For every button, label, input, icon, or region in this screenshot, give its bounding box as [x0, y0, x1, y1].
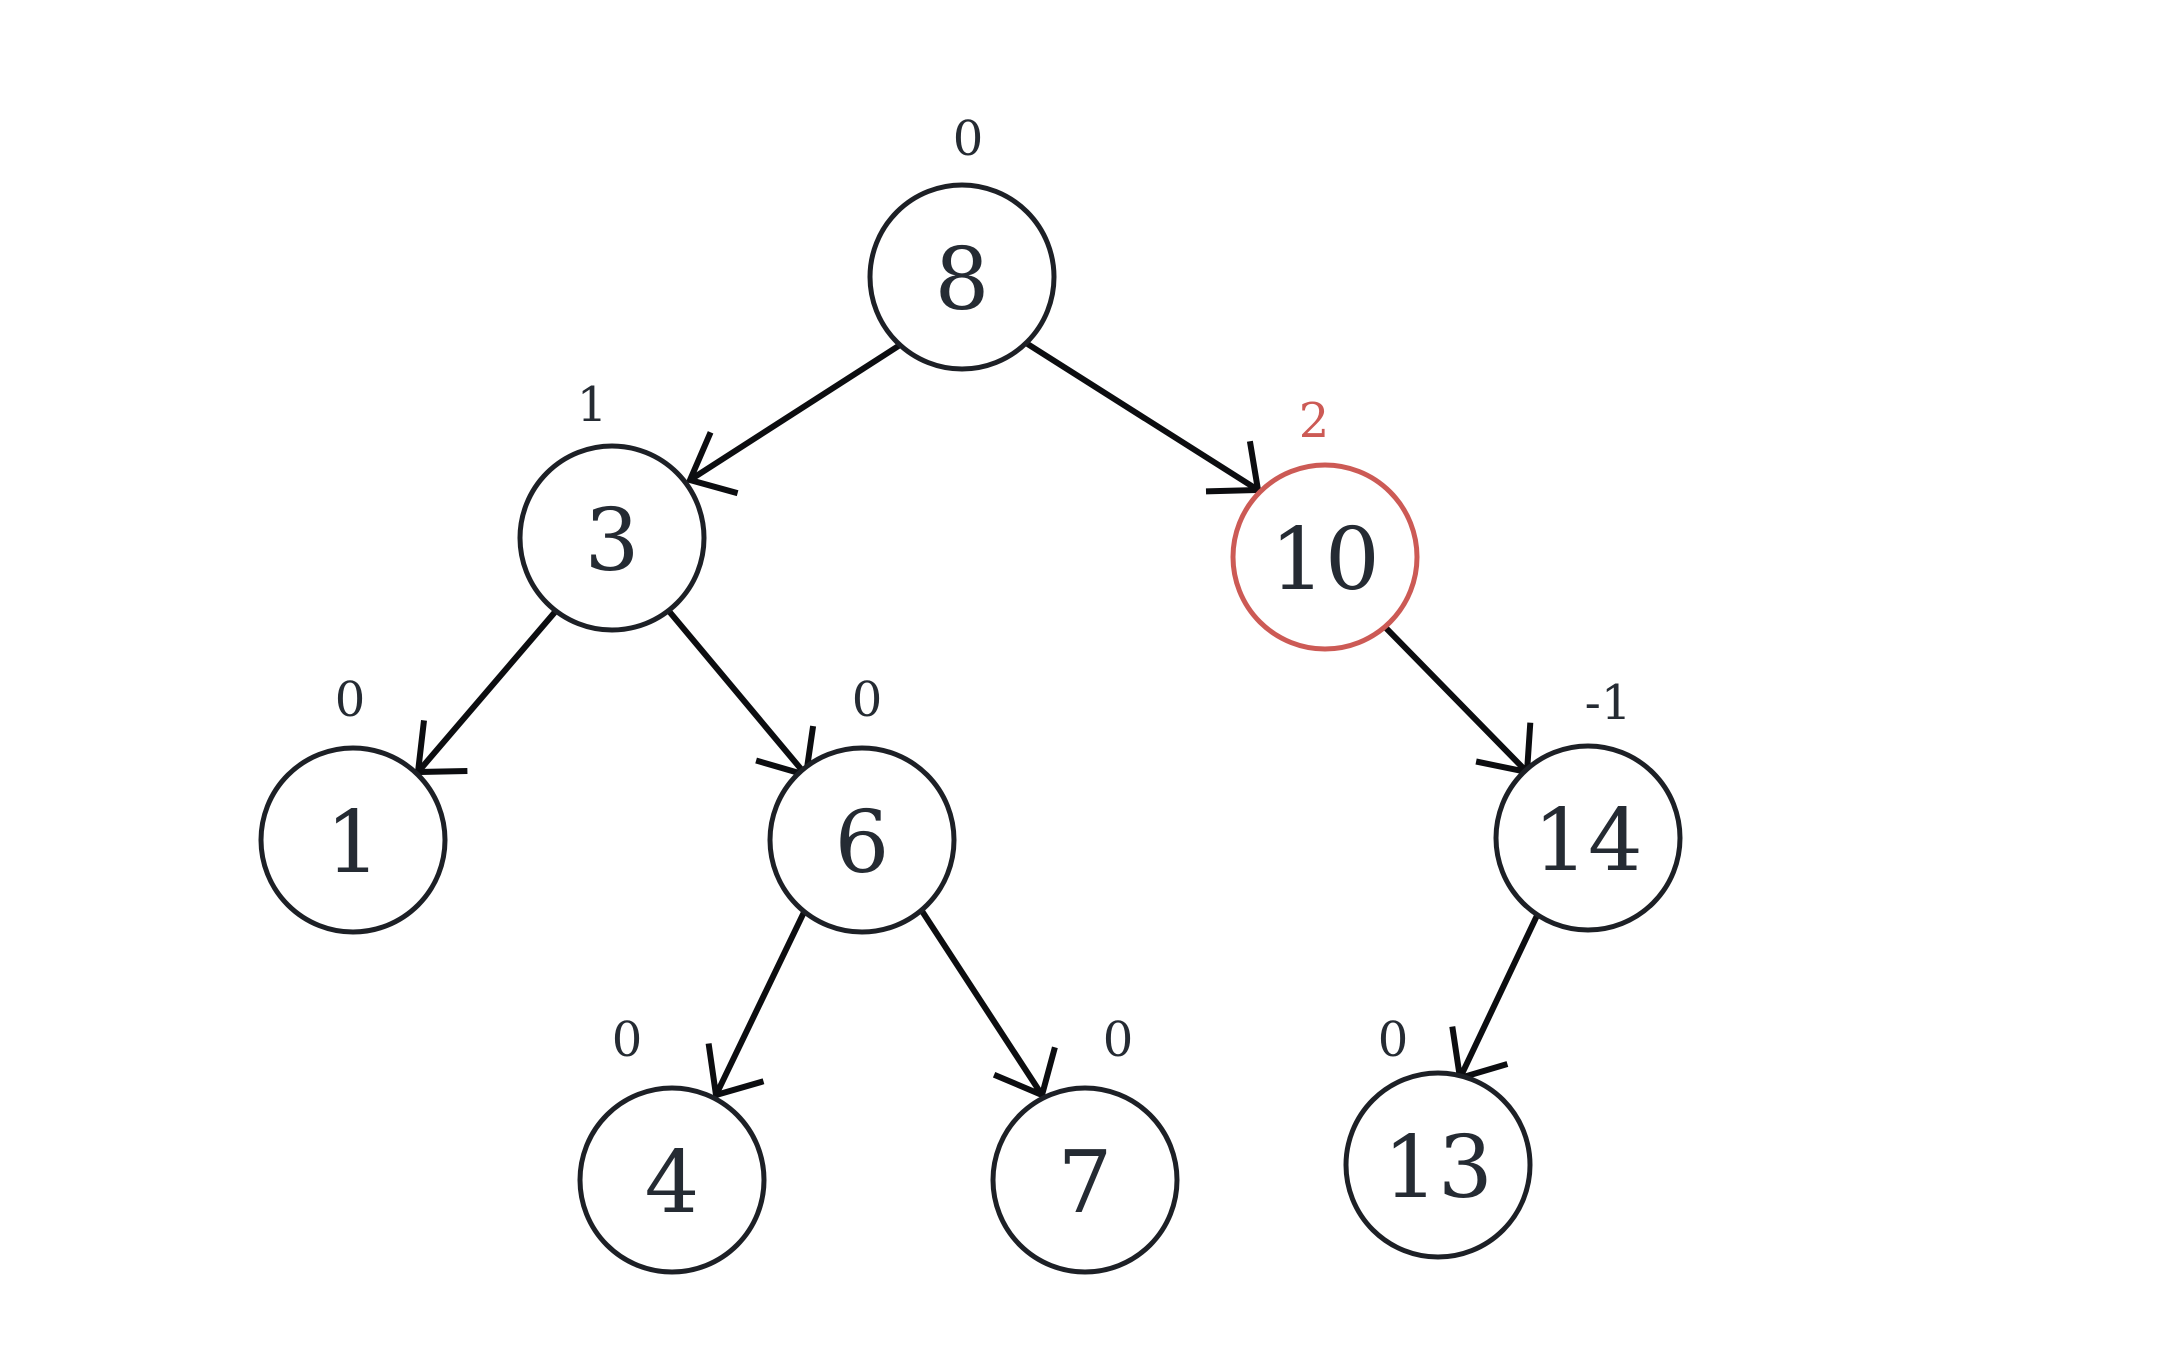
edge-line: [415, 610, 558, 774]
tree-node-13[interactable]: 13: [1343, 1070, 1533, 1260]
tree-edge-3-to-1: [414, 610, 558, 776]
tree-edge-8-to-10: [1024, 340, 1262, 495]
tree-node-4[interactable]: 4: [577, 1085, 767, 1275]
node-circle[interactable]: [867, 182, 1057, 372]
node-value-text: 13: [1383, 1118, 1492, 1218]
tree-node-1[interactable]: 1: [258, 745, 448, 935]
arrow-head-icon: [992, 1046, 1058, 1100]
balance-labels-group: 0 1 2 0 0 -1 0 0 0: [335, 111, 1632, 1068]
node-value-text: 7: [1058, 1133, 1113, 1233]
tree-edge-6-to-4: [705, 906, 809, 1099]
balance-factor-label-10: 2: [1299, 393, 1330, 449]
arrow-head-icon: [705, 1043, 765, 1099]
edge-line: [917, 906, 1045, 1097]
node-circle[interactable]: [258, 745, 448, 935]
balance-factor-label-14: -1: [1585, 675, 1632, 731]
edge-line: [1024, 340, 1260, 493]
tree-node-14[interactable]: 14: [1493, 743, 1683, 933]
node-value-text: 4: [645, 1133, 700, 1233]
node-value-text: 6: [835, 793, 890, 893]
edge-line: [665, 608, 809, 777]
edge-line: [688, 342, 902, 483]
balance-factor-label-8: 0: [953, 111, 984, 167]
balance-factor-label-6: 0: [852, 672, 883, 728]
node-circle[interactable]: [577, 1085, 767, 1275]
tree-edge-6-to-7: [917, 906, 1058, 1100]
tree-node-8[interactable]: 8: [867, 182, 1057, 372]
tree-node-6[interactable]: 6: [767, 745, 957, 935]
node-value-text: 1: [326, 793, 381, 893]
edge-line: [713, 906, 809, 1097]
node-circle[interactable]: [517, 443, 707, 633]
tree-edge-14-to-13: [1449, 903, 1545, 1082]
node-value-text: 14: [1533, 791, 1642, 891]
balance-factor-label-7: 0: [1103, 1012, 1134, 1068]
tree-edge-3-to-6: [665, 608, 817, 779]
node-value-text: 3: [585, 491, 640, 591]
node-circle[interactable]: [1493, 743, 1683, 933]
balance-factor-label-13: 0: [1378, 1012, 1409, 1068]
tree-node-3[interactable]: 3: [517, 443, 707, 633]
balance-factor-label-3: 1: [577, 377, 608, 433]
arrow-head-icon: [1205, 440, 1262, 495]
tree-edge-10-to-14: [1382, 624, 1534, 776]
tree-node-7[interactable]: 7: [990, 1085, 1180, 1275]
balance-factor-label-4: 0: [612, 1012, 643, 1068]
node-circle[interactable]: [767, 745, 957, 935]
node-circle-highlighted[interactable]: [1230, 462, 1420, 652]
tree-node-10[interactable]: 10: [1230, 462, 1420, 652]
node-value-text: 8: [935, 230, 990, 330]
node-circle[interactable]: [1343, 1070, 1533, 1260]
edge-line: [1382, 624, 1530, 775]
edges-group: [414, 340, 1545, 1100]
tree-edge-8-to-3: [685, 342, 902, 497]
node-value-text: 10: [1270, 510, 1379, 610]
node-circle[interactable]: [990, 1085, 1180, 1275]
arrow-head-icon: [685, 431, 739, 497]
balance-factor-label-1: 0: [335, 672, 366, 728]
edge-line: [1457, 903, 1545, 1080]
